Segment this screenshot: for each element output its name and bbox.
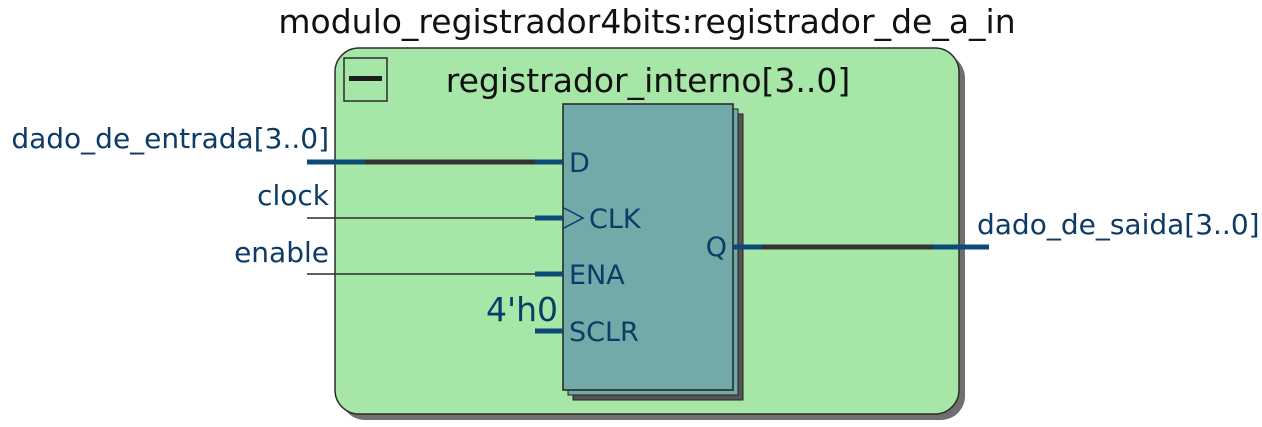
input-enable-label: enable (234, 236, 329, 269)
module-title: modulo_registrador4bits:registrador_de_a… (278, 2, 1015, 41)
input-data-label: dado_de_entrada[3..0] (11, 122, 329, 155)
clock-edge-icon (563, 207, 585, 229)
sclr-constant: 4'h0 (486, 290, 558, 329)
port-sclr-label: SCLR (569, 317, 639, 348)
collapse-button-frame (343, 57, 388, 102)
port-q-label: Q (706, 232, 727, 263)
input-clock-label: clock (257, 179, 330, 212)
register-block (562, 103, 734, 391)
minus-icon (349, 76, 382, 81)
port-clk-label: CLK (589, 204, 642, 235)
output-data-label: dado_de_saida[3..0] (977, 208, 1260, 241)
instance-name: registrador_interno[3..0] (446, 61, 851, 100)
port-d-label: D (569, 148, 590, 179)
collapse-button[interactable] (343, 57, 388, 102)
port-ena-label: ENA (569, 260, 625, 291)
